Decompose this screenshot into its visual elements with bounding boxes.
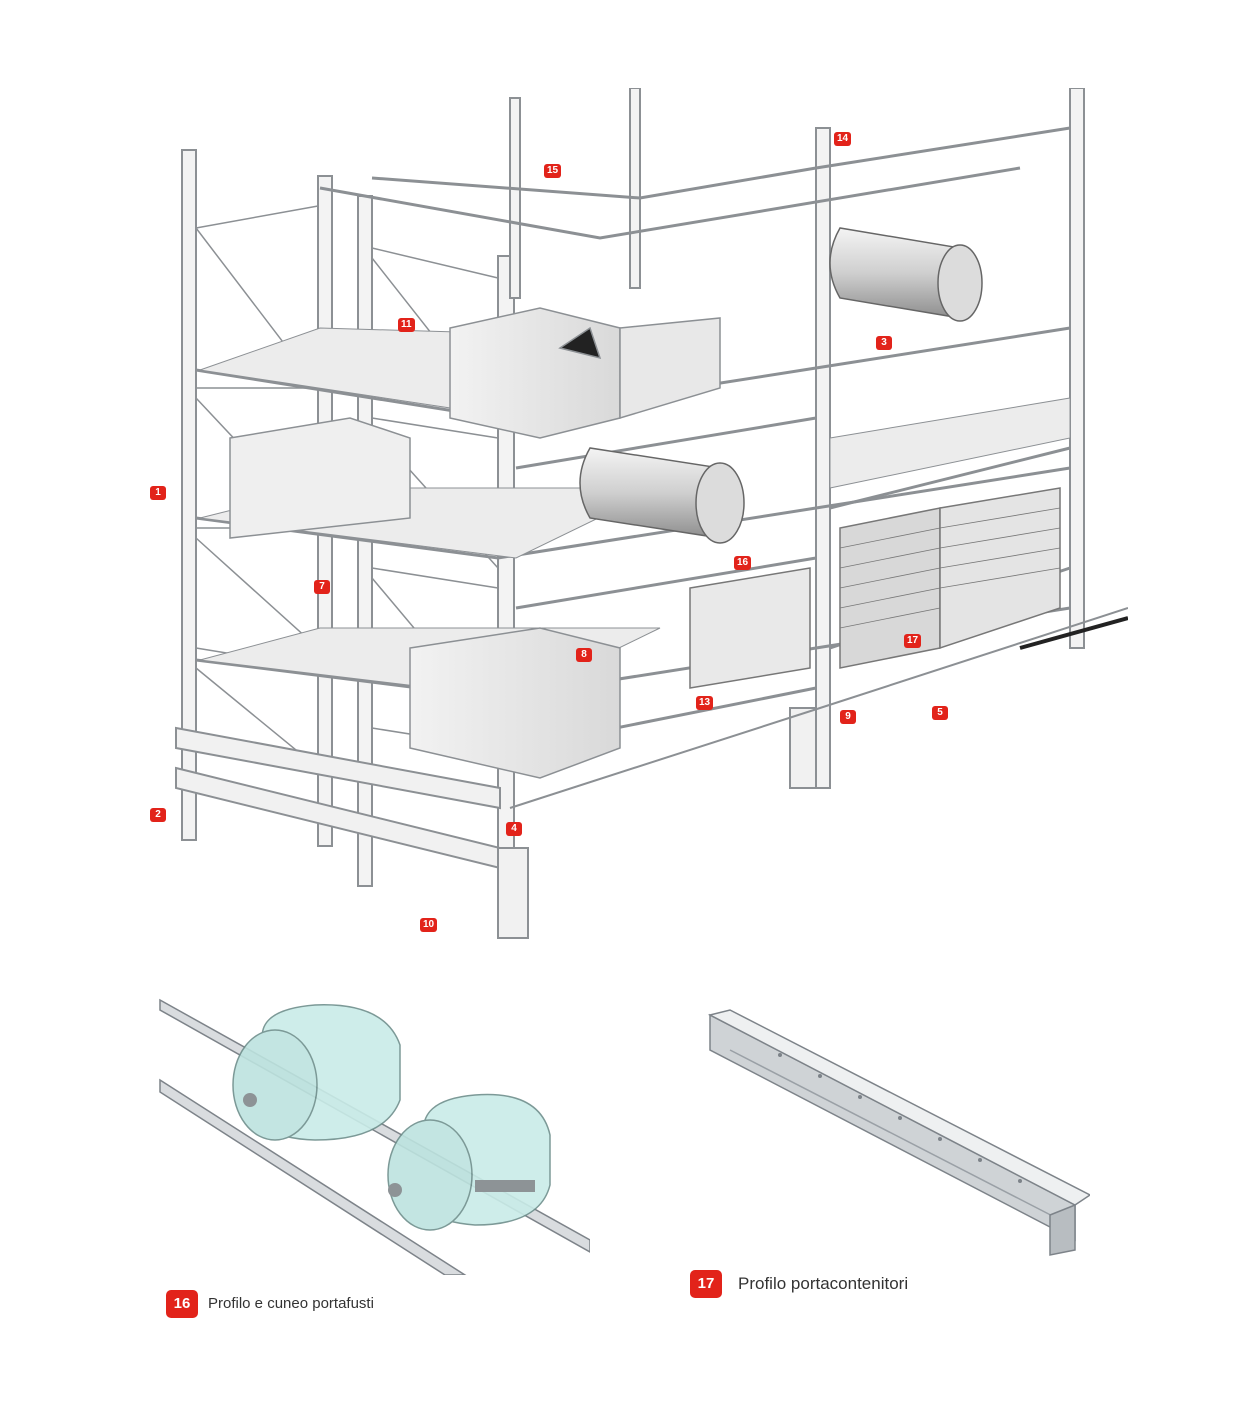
legend-badge-16: 16	[166, 1290, 198, 1318]
callout-10: 10	[420, 918, 438, 932]
callout-3: 3	[876, 336, 892, 350]
callout-14: 14	[834, 132, 852, 146]
upright-right	[509, 88, 1085, 789]
base-rails	[175, 607, 1128, 939]
wedge-bolt-icon	[243, 1093, 257, 1107]
callout-7: 7	[314, 580, 330, 594]
boxes	[229, 307, 721, 779]
callout-13: 13	[696, 696, 714, 710]
callout-11: 11	[398, 318, 415, 332]
callout-4: 4	[506, 822, 522, 836]
container-profile-detail	[690, 1000, 1090, 1275]
legend-badge-17: 17	[690, 1270, 722, 1298]
drum-profile-detail	[155, 990, 590, 1275]
callout-8: 8	[576, 648, 592, 662]
callout-5: 5	[932, 706, 948, 720]
drum-profile-drawing	[159, 998, 590, 1275]
wedge	[475, 1180, 535, 1192]
rack-illustration: 1 2 3 4 5 7 8 9 10 11 13 14 15 16 17	[120, 88, 1128, 948]
legend-label-16: Profilo e cuneo portafusti	[208, 1295, 374, 1312]
wedge-bolt-icon	[388, 1183, 402, 1197]
callout-15: 15	[544, 164, 562, 178]
drums	[579, 227, 983, 544]
callout-9: 9	[840, 710, 856, 724]
callout-17: 17	[904, 634, 922, 648]
legend-label-17: Profilo portacontenitori	[738, 1274, 909, 1293]
rack-drawing	[175, 88, 1128, 939]
container-profile-drawing	[707, 1009, 1090, 1256]
containers	[689, 487, 1061, 689]
rail-front	[159, 1078, 467, 1275]
callout-2: 2	[150, 808, 166, 822]
callout-1: 1	[150, 486, 166, 500]
callout-16: 16	[734, 556, 752, 570]
